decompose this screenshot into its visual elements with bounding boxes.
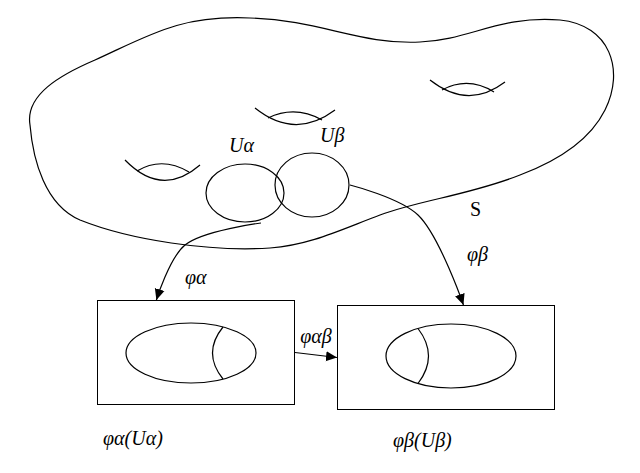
open-set bbox=[206, 164, 284, 222]
ellipse-outline bbox=[274, 152, 350, 218]
map-label: φαβ bbox=[299, 325, 333, 347]
surface-hole bbox=[137, 164, 189, 172]
overlap-arc bbox=[418, 329, 429, 384]
surface-boundary bbox=[30, 18, 614, 249]
plane-image bbox=[338, 306, 556, 411]
map-label: φα bbox=[184, 266, 208, 288]
node-label: φα(Uα) bbox=[103, 427, 163, 449]
map-label: φβ bbox=[466, 243, 489, 265]
open-set bbox=[275, 153, 349, 217]
node-label: S bbox=[470, 198, 481, 220]
node-label: Uα bbox=[229, 134, 254, 156]
image-set bbox=[126, 323, 256, 383]
surface-hole bbox=[430, 80, 505, 96]
surface-hole bbox=[268, 112, 322, 120]
chart-domain: Uα bbox=[205, 163, 285, 223]
mapping-arrow bbox=[350, 185, 463, 305]
surface-hole bbox=[255, 108, 335, 125]
ellipse-outline bbox=[205, 163, 285, 223]
surface-region: SUαUβ bbox=[20, 8, 620, 260]
overlap-arc bbox=[213, 327, 224, 379]
mapping-arrow bbox=[295, 353, 337, 358]
coordinate-plane: φβ(Uβ) bbox=[337, 305, 555, 410]
chart-domain: Uβ bbox=[274, 152, 350, 218]
node-label: Uβ bbox=[320, 124, 344, 146]
plane-image bbox=[98, 301, 296, 406]
node-label: φβ(Uβ) bbox=[393, 429, 452, 451]
surface-hole bbox=[125, 160, 200, 180]
surface-hole bbox=[442, 83, 494, 92]
image-set bbox=[386, 324, 516, 388]
mapping-arrow bbox=[156, 223, 261, 300]
coordinate-plane: φα(Uα) bbox=[97, 300, 295, 405]
